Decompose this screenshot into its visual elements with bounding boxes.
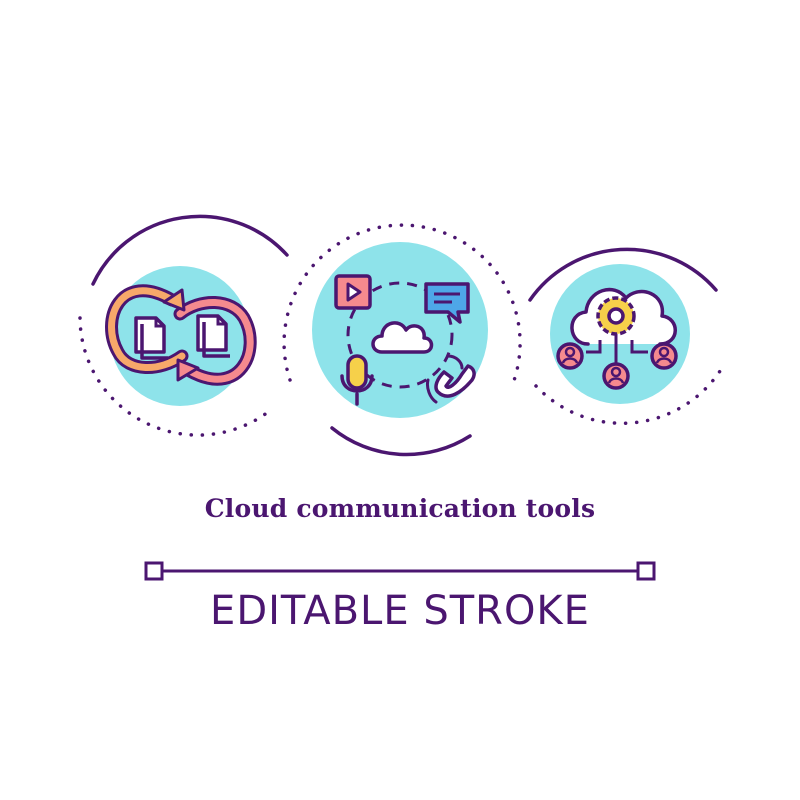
chat-bubble-icon — [424, 282, 470, 324]
center-cloud-icon — [371, 321, 434, 354]
sync-arrow-bottom — [176, 358, 200, 382]
concept-title: Cloud communication tools — [204, 494, 596, 523]
stroke-ruler — [144, 561, 656, 581]
right-ring-solid — [528, 247, 718, 302]
cloud-network-icon — [528, 247, 724, 425]
microphone-icon — [340, 354, 374, 406]
file-sync-icon — [78, 214, 289, 437]
sync-arrow-top — [162, 288, 186, 312]
connection-ring — [346, 281, 454, 389]
ruler-handle-right — [636, 561, 656, 581]
gear-icon — [596, 296, 636, 336]
center-ring-solid — [330, 426, 472, 457]
cloud-communication-icon — [282, 223, 522, 457]
user-avatar-bottom-icon — [602, 362, 630, 390]
user-avatar-left-icon — [556, 342, 584, 370]
editable-stroke-caption: EDITABLE STROKE — [210, 588, 590, 634]
phone-call-icon — [426, 354, 476, 404]
document-left-icon — [134, 316, 168, 360]
network-links — [586, 334, 648, 364]
video-play-icon — [334, 274, 372, 310]
left-ring-dotted — [78, 316, 274, 437]
user-avatar-right-icon — [650, 342, 678, 370]
ruler-handle-left — [144, 561, 164, 581]
document-right-icon — [196, 314, 230, 358]
left-ring-solid — [91, 214, 289, 286]
